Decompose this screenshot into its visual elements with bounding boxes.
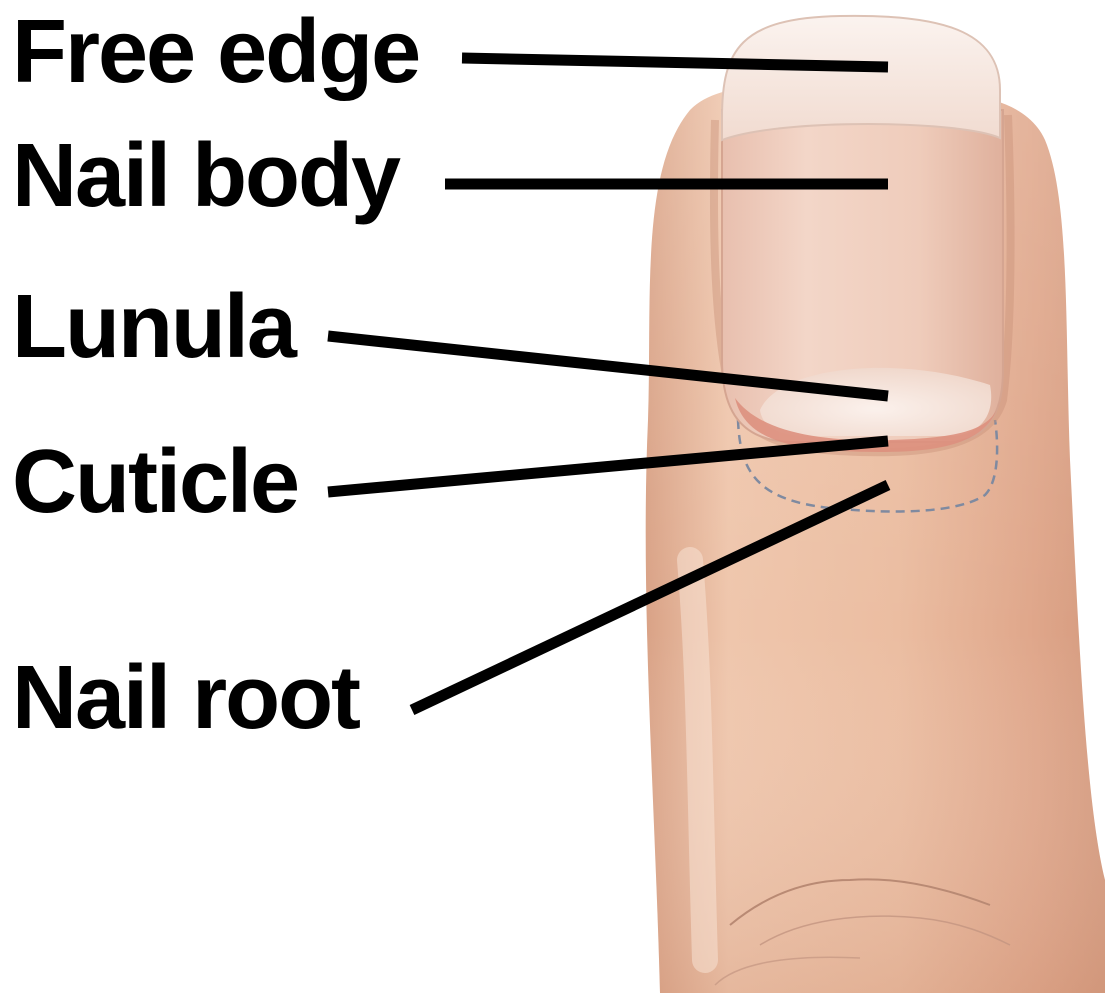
label-nail-body: Nail body [12, 126, 401, 226]
finger-highlight [690, 560, 705, 960]
label-nail-root: Nail root [12, 648, 360, 748]
label-cuticle: Cuticle [12, 432, 298, 532]
label-lunula: Lunula [12, 277, 298, 377]
free-edge [722, 16, 1000, 140]
label-free-edge: Free edge [12, 2, 419, 102]
